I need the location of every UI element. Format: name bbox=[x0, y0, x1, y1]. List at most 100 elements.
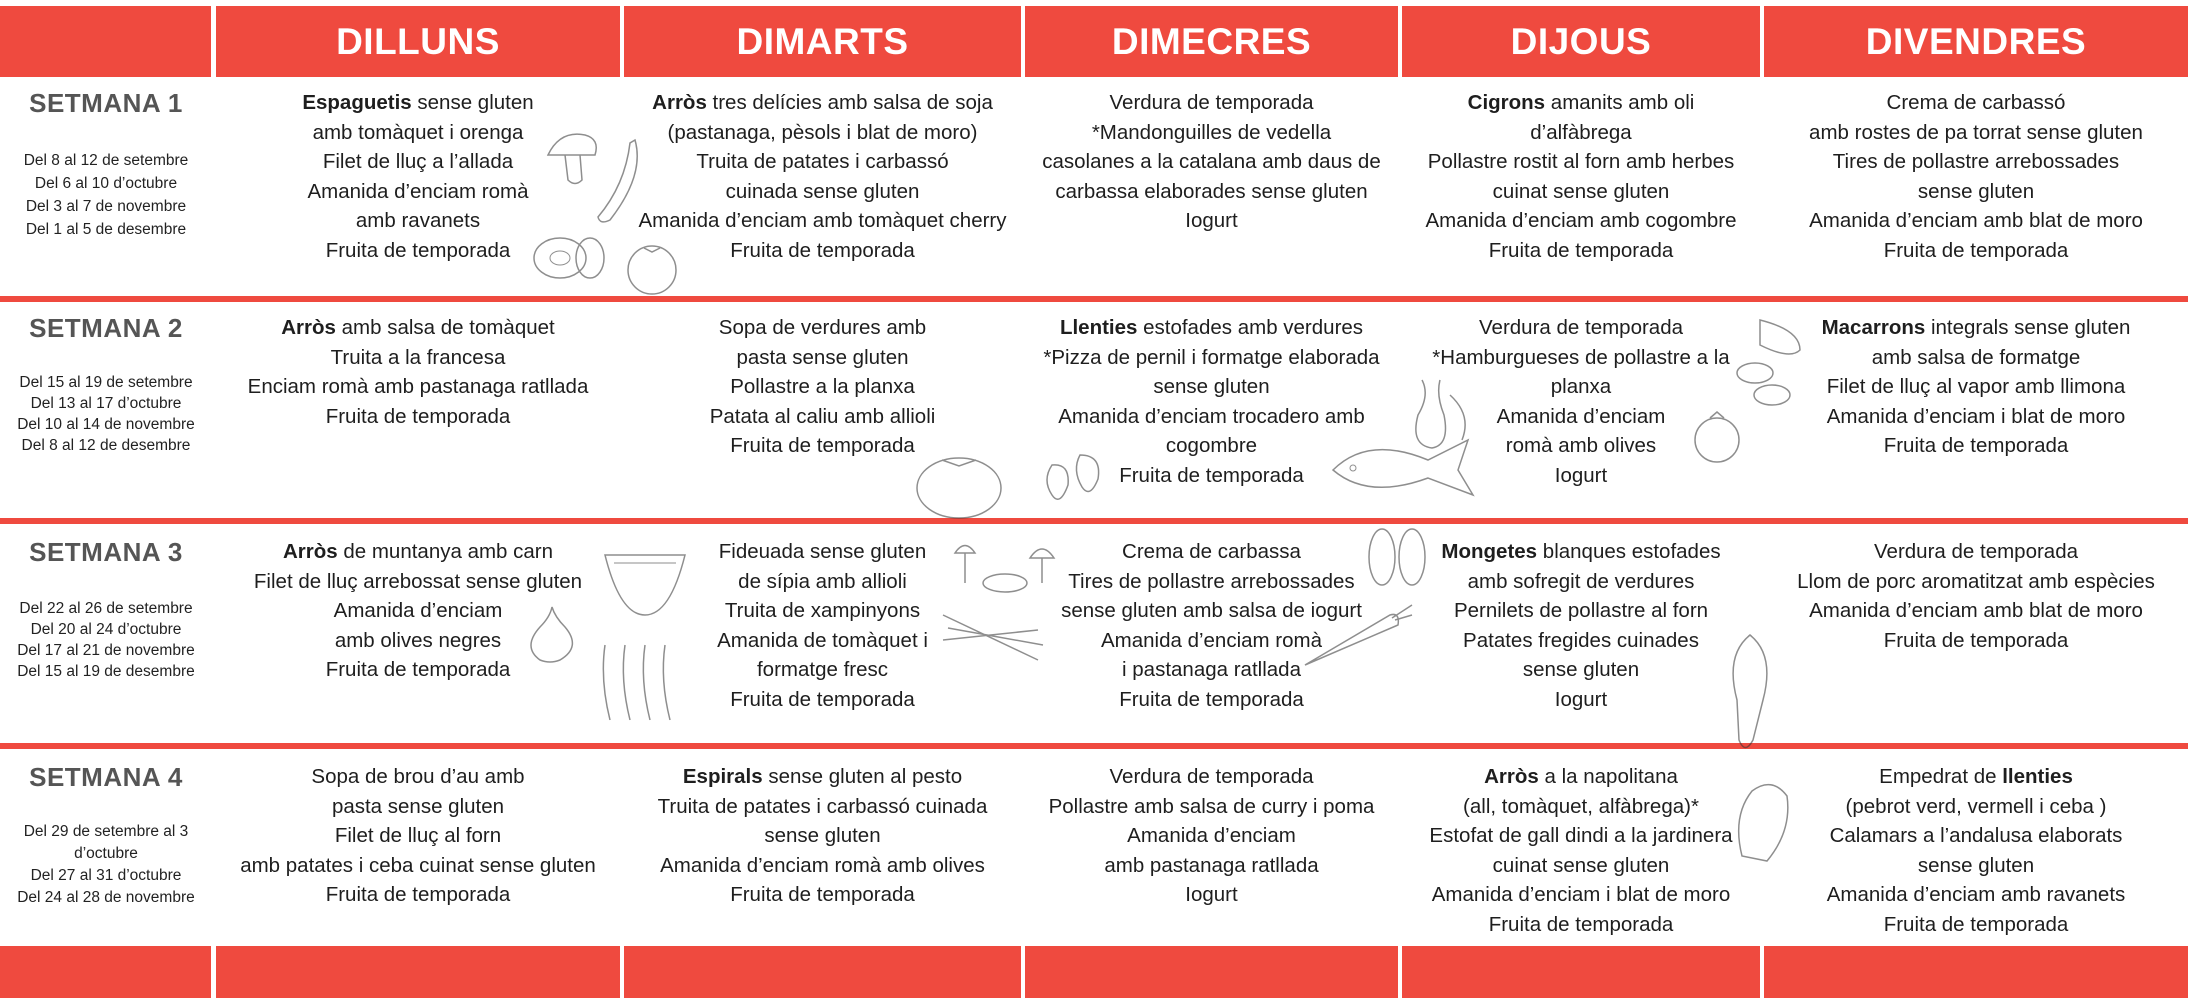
week-label-4: SETMANA 4 Del 29 de setembre al 3 d’octu… bbox=[0, 762, 212, 909]
pear-icon bbox=[1415, 379, 1466, 449]
green-bean-icon bbox=[602, 644, 671, 721]
menu-line: Patata al caliu amb allioli bbox=[709, 404, 936, 428]
menu-line: amb patates i ceba cuinat sense gluten bbox=[240, 853, 596, 877]
menu-line: Pollastre rostit al forn amb herbes bbox=[1427, 150, 1735, 173]
menu-line: amb ravanets bbox=[355, 209, 481, 232]
menu-line: Empedrat de llenties bbox=[1879, 765, 2073, 788]
day-header-friday: DIVENDRES bbox=[1764, 6, 2188, 77]
menu-line: Fruita de temporada bbox=[730, 687, 915, 711]
menu-line: Fruita de temporada bbox=[1883, 628, 2069, 652]
week-date-range: Del 29 de setembre al 3 bbox=[23, 823, 189, 840]
pear-icon bbox=[1368, 528, 1426, 586]
mushroom-icon bbox=[953, 544, 1056, 593]
week-label-1: SETMANA 1 Del 8 al 12 de setembre Del 6 … bbox=[0, 88, 212, 241]
banana-icon bbox=[597, 138, 638, 223]
menu-line: Iogurt bbox=[1185, 883, 1238, 906]
menu-line: Truita de xampinyons bbox=[724, 599, 921, 622]
menu-line: Enciam romà amb pastanaga ratllada bbox=[247, 375, 589, 398]
menu-line: Pernilets de pollastre al forn bbox=[1453, 599, 1709, 622]
menu-cell-w2-wednesday: Llenties estofades amb verdures*Pizza de… bbox=[1025, 313, 1398, 490]
menu-line: Calamars a l’andalusa elaborats bbox=[1829, 824, 2123, 847]
menu-line: Fruita de temporada bbox=[1119, 463, 1304, 487]
menu-line: Espirals sense gluten al pesto bbox=[682, 765, 963, 788]
menu-line: amb tomàquet i orenga bbox=[312, 120, 524, 144]
week-dates: Del 29 de setembre al 3 d’octubre Del 27… bbox=[0, 821, 212, 909]
menu-line: Filet de lluç al forn bbox=[334, 824, 502, 847]
menu-line: cuinat sense gluten bbox=[1492, 179, 1670, 203]
menu-line: sense gluten bbox=[1917, 853, 2035, 877]
week-dates: Del 15 al 19 de setembre Del 13 al 17 d’… bbox=[0, 372, 212, 456]
menu-line: *Mandonguilles de vedella bbox=[1091, 120, 1332, 144]
menu-line: Amanida d’enciam amb cogombre bbox=[1425, 209, 1737, 232]
menu-line: amb salsa de formatge bbox=[1871, 345, 2081, 369]
menu-line: Iogurt bbox=[1554, 687, 1608, 711]
mushroom-icon bbox=[546, 133, 597, 185]
footer-block bbox=[1402, 946, 1760, 998]
week-date-range: Del 17 al 21 de novembre bbox=[17, 642, 195, 659]
menu-line: Arròs tres delícies amb salsa de soja bbox=[652, 91, 993, 114]
menu-line: Amanida de tomàquet i bbox=[717, 628, 928, 652]
week-dates: Del 22 al 26 de setembre Del 20 al 24 d’… bbox=[0, 598, 212, 682]
menu-line: (all, tomàquet, alfàbrega)* bbox=[1463, 794, 1699, 818]
menu-line: sense gluten bbox=[1522, 658, 1640, 681]
week-date-range: Del 27 al 31 d’octubre bbox=[30, 867, 182, 884]
menu-cell-w1-tuesday: Arròs tres delícies amb salsa de soja(pa… bbox=[624, 88, 1021, 265]
menu-line: Amanida d’enciam amb blat de moro bbox=[1809, 209, 2143, 232]
menu-line: Sopa de brou d’au amb bbox=[311, 765, 525, 788]
week-date-range: Del 15 al 19 de setembre bbox=[19, 374, 193, 391]
menu-dish-highlight: Llenties bbox=[1059, 316, 1138, 339]
menu-line: Iogurt bbox=[1185, 209, 1238, 232]
week-date-range: Del 10 al 14 de novembre bbox=[17, 416, 195, 433]
menu-line: Amanida d’enciam amb ravanets bbox=[1826, 883, 2126, 906]
footer-left-block bbox=[0, 946, 211, 998]
menu-dish-highlight: Espaguetis bbox=[302, 91, 412, 114]
menu-line: Truita de patates i carbassó cuinada bbox=[657, 794, 988, 818]
menu-line: Fruita de temporada bbox=[325, 883, 511, 906]
week-title: SETMANA 2 bbox=[29, 313, 183, 343]
day-header-monday: DILLUNS bbox=[216, 6, 620, 77]
menu-line: cuinada sense gluten bbox=[725, 179, 920, 203]
strawberry-icon bbox=[1046, 454, 1100, 500]
week-date-range: Del 3 al 7 de novembre bbox=[25, 198, 187, 215]
footer-block bbox=[624, 946, 1021, 998]
menu-line: Fruita de temporada bbox=[1488, 912, 1674, 936]
menu-line: Truita a la francesa bbox=[330, 345, 506, 369]
day-header-tuesday: DIMARTS bbox=[624, 6, 1021, 77]
menu-line: Filet de lluç al vapor amb llimona bbox=[1826, 375, 2126, 398]
menu-dish-highlight: llenties bbox=[2002, 765, 2073, 788]
menu-line: Fruita de temporada bbox=[1883, 238, 2069, 262]
menu-line: Tires de pollastre arrebossades bbox=[1832, 150, 2120, 173]
menu-line: romà amb olives bbox=[1505, 434, 1657, 457]
menu-line: Patates fregides cuinades bbox=[1463, 628, 1699, 652]
menu-line: de sípia amb allioli bbox=[738, 569, 907, 593]
pomegranate-icon bbox=[1694, 411, 1740, 463]
menu-line: Llom de porc aromatitzat amb espècies bbox=[1797, 569, 2155, 593]
menu-line: Fruita de temporada bbox=[1883, 912, 2069, 936]
menu-line: Amanida d’enciam i blat de moro bbox=[1826, 404, 2126, 428]
menu-line: carbassa elaborades sense gluten bbox=[1055, 179, 1368, 203]
menu-line: Amanida d’enciam bbox=[1127, 824, 1296, 847]
menu-line: Arròs a la napolitana bbox=[1484, 765, 1678, 788]
garlic-icon bbox=[530, 606, 574, 663]
menu-line: Fruita de temporada bbox=[730, 434, 915, 457]
fish-icon bbox=[1331, 438, 1475, 497]
menu-dish-highlight: Mongetes bbox=[1441, 540, 1538, 563]
menu-dish-highlight: Macarrons bbox=[1821, 316, 1926, 339]
menu-line: Fruita de temporada bbox=[730, 238, 915, 262]
menu-line: Fruita de temporada bbox=[1119, 687, 1304, 711]
menu-line: Amanida d’enciam trocadero amb bbox=[1058, 404, 1365, 428]
menu-dish-highlight: Cigrons bbox=[1467, 91, 1546, 114]
menu-line: sense gluten bbox=[764, 824, 881, 847]
menu-line: Filet de lluç arrebossat sense gluten bbox=[253, 569, 583, 593]
week-date-range: Del 8 al 12 de desembre bbox=[21, 437, 191, 454]
menu-line: Verdura de temporada bbox=[1874, 540, 2078, 563]
chard-icon bbox=[1737, 783, 1789, 862]
menu-line: Sopa de verdures amb bbox=[718, 316, 927, 339]
menu-line: sense gluten bbox=[1917, 179, 2035, 203]
